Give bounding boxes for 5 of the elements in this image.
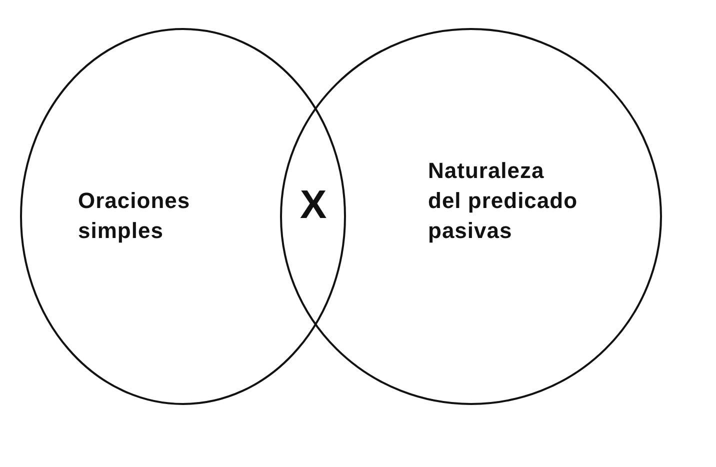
circle-label: Naturaleza del predicado pasivas	[428, 157, 578, 245]
intersection-label: X	[300, 183, 327, 228]
venn-circle	[280, 28, 662, 405]
circle-label: Oraciones simples	[78, 187, 192, 245]
venn-circle	[20, 28, 346, 405]
